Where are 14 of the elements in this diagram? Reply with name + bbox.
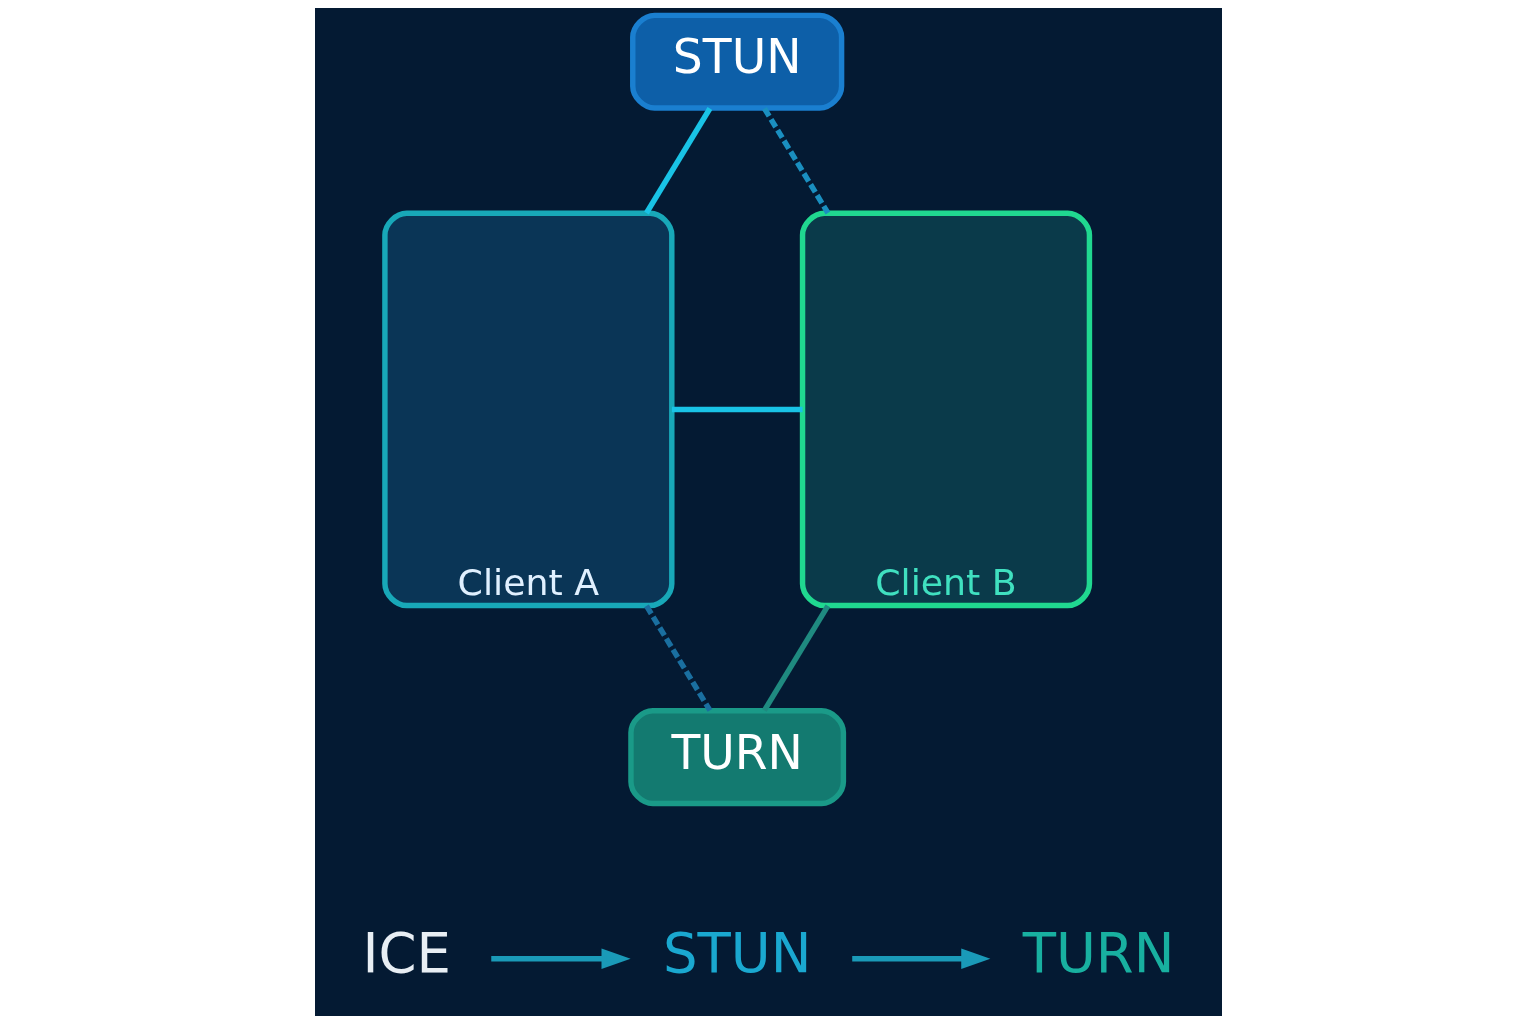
node-box: STUN: [629, 12, 844, 111]
connector: [643, 107, 712, 215]
connector: [643, 604, 712, 712]
connector: [671, 406, 803, 413]
node-box: Client B: [799, 210, 1092, 609]
node-text: ICE: [361, 921, 451, 986]
node-box: TURN: [627, 708, 846, 807]
arrow: [490, 948, 631, 969]
node-box: Client A: [381, 210, 675, 609]
connector: [761, 107, 830, 215]
node-text: STUN: [662, 921, 811, 986]
node-text: TURN: [1022, 921, 1174, 986]
arrow: [851, 948, 990, 969]
connector: [761, 604, 830, 712]
